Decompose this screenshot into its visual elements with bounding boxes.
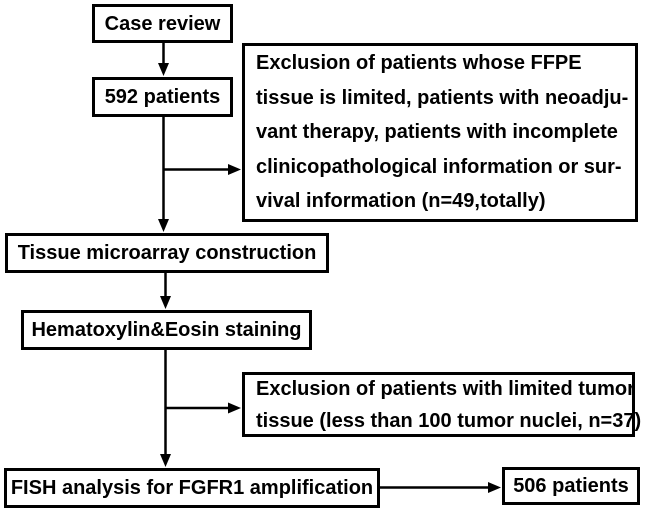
node-exclusion-limited-tumor: Exclusion of patients with limited tumor… [242, 372, 641, 437]
node-tissue-microarray: Tissue microarray construction [5, 233, 329, 273]
arrowhead-tissue-to-he [160, 296, 171, 309]
exclusion-limited-tumor-line-1: Exclusion of patients with limited tumor [256, 377, 635, 400]
arrowhead-case-to-592 [158, 63, 169, 76]
exclusion-ffpe-line-3: vant therapy, patients with incomplete [256, 121, 618, 144]
arrowhead-592-to-tissue [158, 219, 169, 232]
node-he-staining: Hematoxylin&Eosin staining [21, 310, 312, 350]
exclusion-ffpe-line-5: vival information (n=49,totally) [256, 190, 546, 213]
arrowhead-fish-to-506 [488, 482, 501, 493]
node-506-patients: 506 patients [502, 467, 640, 505]
node-fish-analysis: FISH analysis for FGFR1 amplification [4, 468, 380, 508]
arrowhead-branch-exclusion-2 [228, 402, 241, 414]
exclusion-ffpe-line-2: tissue is limited, patients with neoadju… [256, 86, 629, 109]
exclusion-ffpe-line-4: clinicopathological information or sur- [256, 155, 622, 178]
arrowhead-he-to-fish [160, 454, 171, 467]
node-exclusion-ffpe: Exclusion of patients whose FFPE tissue … [242, 43, 638, 222]
arrowhead-branch-exclusion-1 [228, 164, 241, 175]
node-case-review: Case review [92, 4, 233, 43]
exclusion-ffpe-line-1: Exclusion of patients whose FFPE [256, 52, 582, 75]
node-592-patients: 592 patients [92, 77, 233, 117]
exclusion-limited-tumor-line-2: tissue (less than 100 tumor nuclei, n=37… [256, 409, 642, 432]
